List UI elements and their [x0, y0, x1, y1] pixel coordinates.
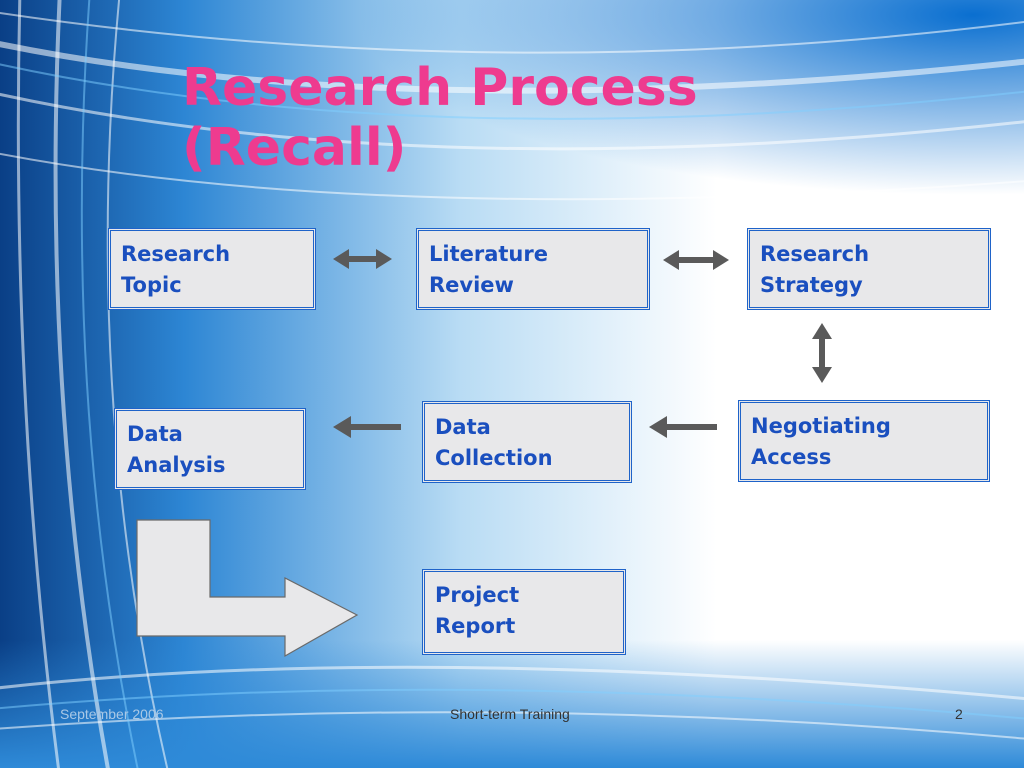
left-arrow-icon [333, 416, 401, 438]
footer-center: Short-term Training [450, 706, 570, 722]
page-number: 2 [955, 706, 963, 722]
double-arrow-icon [333, 249, 392, 269]
slide-title-line1: Research Process [182, 58, 698, 118]
box-label-line1: Negotiating [751, 414, 891, 438]
box-label-line2: Review [429, 273, 514, 297]
box-negotiating-access: Negotiating Access [738, 400, 990, 482]
box-label-line2: Strategy [760, 273, 863, 297]
box-label-line2: Analysis [127, 453, 226, 477]
box-research-strategy: Research Strategy [747, 228, 991, 310]
left-arrow-icon [649, 416, 717, 438]
box-label-line2: Access [751, 445, 832, 469]
box-research-topic: Research Topic [108, 228, 316, 310]
bent-arrow-icon [136, 519, 359, 658]
box-project-report: Project Report [422, 569, 626, 655]
box-label-line1: Data [127, 422, 183, 446]
box-label-line1: Data [435, 415, 491, 439]
slide-title-line2: (Recall) [182, 118, 407, 178]
box-label-line2: Collection [435, 446, 553, 470]
box-label-line1: Research [760, 242, 870, 266]
box-label-line1: Literature [429, 242, 548, 266]
box-data-collection: Data Collection [422, 401, 632, 483]
vertical-double-arrow-icon [812, 323, 832, 383]
box-label-line2: Report [435, 614, 516, 638]
slide-title: Research Process (Recall) [182, 58, 698, 178]
box-literature-review: Literature Review [416, 228, 650, 310]
box-label-line2: Topic [121, 273, 182, 297]
box-label-line1: Research [121, 242, 231, 266]
double-arrow-icon [663, 250, 729, 270]
box-data-analysis: Data Analysis [114, 408, 306, 490]
footer-date: September 2006 [60, 706, 164, 722]
box-label-line1: Project [435, 583, 520, 607]
